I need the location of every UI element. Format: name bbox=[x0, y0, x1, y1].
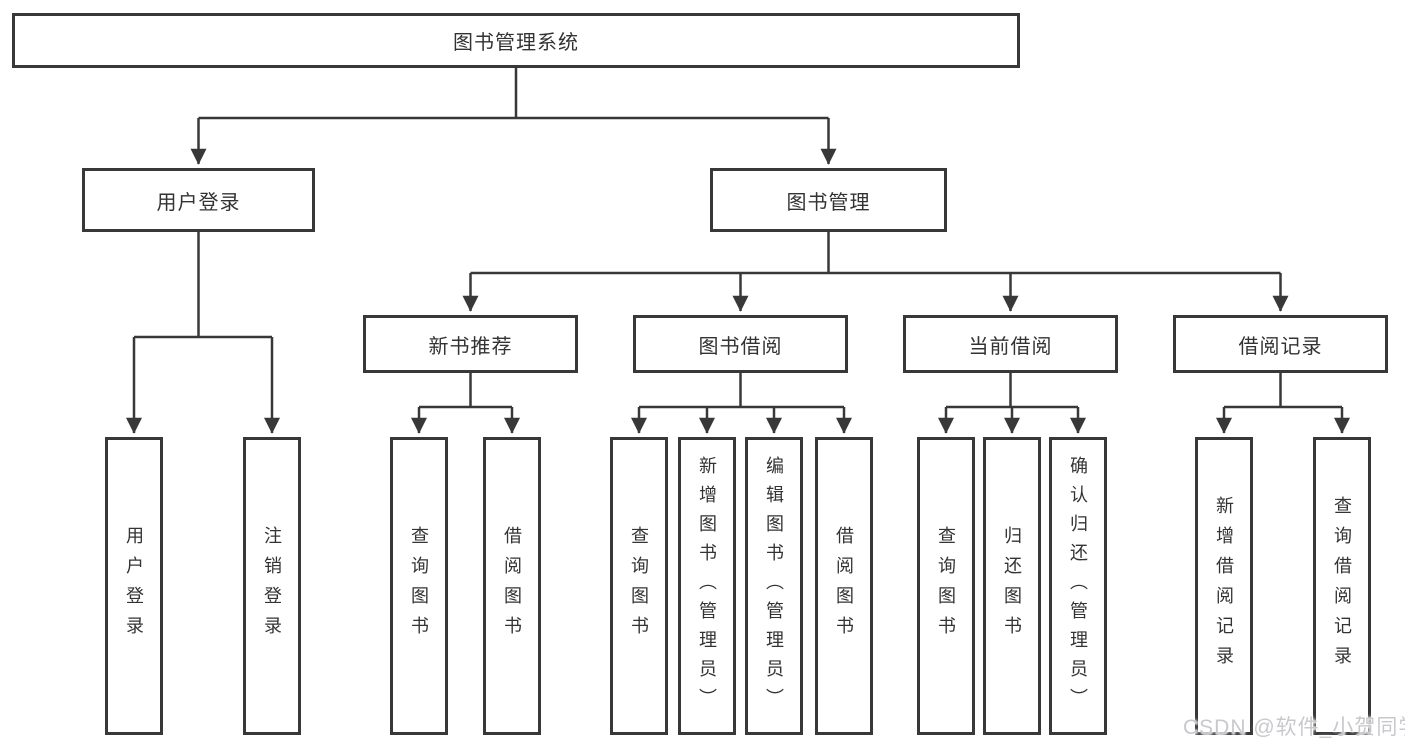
leaf-return-book: 归还图书 bbox=[983, 437, 1041, 735]
node-user-login-label: 用户登录 bbox=[156, 191, 241, 214]
connector-new-book-split bbox=[419, 373, 512, 409]
node-current-borrowing: 当前借阅 bbox=[903, 315, 1118, 373]
leaf-edit-book-admin-label: 编辑图书（管理员） bbox=[764, 455, 784, 717]
leaf-query-borrow-record-label: 查询借阅记录 bbox=[1332, 496, 1352, 676]
leaf-logout-label: 注销登录 bbox=[262, 526, 282, 646]
connector-current-borrowing-split bbox=[946, 373, 1078, 409]
leaf-add-book-admin: 新增图书（管理员） bbox=[678, 437, 736, 735]
connector-book-management-split bbox=[470, 232, 1281, 275]
connector-borrowing-records-split bbox=[1224, 373, 1342, 409]
node-book-management: 图书管理 bbox=[710, 168, 947, 232]
leaf-user-login-label: 用户登录 bbox=[124, 526, 144, 646]
node-root-label: 图书管理系统 bbox=[453, 32, 579, 54]
leaf-confirm-return-admin-label: 确认归还（管理员） bbox=[1068, 455, 1088, 717]
connector-root-split bbox=[198, 68, 829, 120]
leaf-add-book-admin-label: 新增图书（管理员） bbox=[697, 455, 717, 717]
node-user-login: 用户登录 bbox=[82, 168, 315, 232]
leaf-borrow-books-borrowing-label: 借阅图书 bbox=[834, 526, 854, 646]
leaf-query-borrow-record: 查询借阅记录 bbox=[1313, 437, 1371, 735]
leaf-confirm-return-admin: 确认归还（管理员） bbox=[1049, 437, 1107, 735]
connector-book-borrowing-split bbox=[639, 373, 844, 409]
leaf-user-login: 用户登录 bbox=[105, 437, 163, 735]
node-book-borrowing: 图书借阅 bbox=[633, 315, 848, 373]
node-borrowing-records: 借阅记录 bbox=[1173, 315, 1388, 373]
node-current-borrowing-label: 当前借阅 bbox=[968, 335, 1053, 358]
leaf-query-books-borrowing-label: 查询图书 bbox=[629, 526, 649, 646]
leaf-query-books-recommend-label: 查询图书 bbox=[409, 526, 429, 646]
node-new-book-recommend-label: 新书推荐 bbox=[428, 335, 513, 358]
leaf-query-books-borrowing: 查询图书 bbox=[610, 437, 668, 735]
leaf-query-books-current-label: 查询图书 bbox=[936, 526, 956, 646]
leaf-query-books-current: 查询图书 bbox=[917, 437, 975, 735]
leaf-add-borrow-record-label: 新增借阅记录 bbox=[1214, 496, 1234, 676]
node-book-management-label: 图书管理 bbox=[786, 191, 871, 214]
connector-user-login-split bbox=[134, 232, 272, 339]
leaf-borrow-books-borrowing: 借阅图书 bbox=[815, 437, 873, 735]
leaf-return-book-label: 归还图书 bbox=[1002, 526, 1022, 646]
node-root: 图书管理系统 bbox=[12, 13, 1020, 68]
leaf-edit-book-admin: 编辑图书（管理员） bbox=[745, 437, 803, 735]
leaf-borrow-books-recommend-label: 借阅图书 bbox=[502, 526, 522, 646]
node-book-borrowing-label: 图书借阅 bbox=[698, 335, 783, 358]
node-borrowing-records-label: 借阅记录 bbox=[1238, 335, 1323, 358]
csdn-watermark: CSDN @软件_小贺同学 bbox=[1183, 716, 1405, 739]
node-new-book-recommend: 新书推荐 bbox=[363, 315, 578, 373]
leaf-borrow-books-recommend: 借阅图书 bbox=[483, 437, 541, 735]
leaf-logout: 注销登录 bbox=[243, 437, 301, 735]
leaf-query-books-recommend: 查询图书 bbox=[390, 437, 448, 735]
leaf-add-borrow-record: 新增借阅记录 bbox=[1195, 437, 1253, 735]
